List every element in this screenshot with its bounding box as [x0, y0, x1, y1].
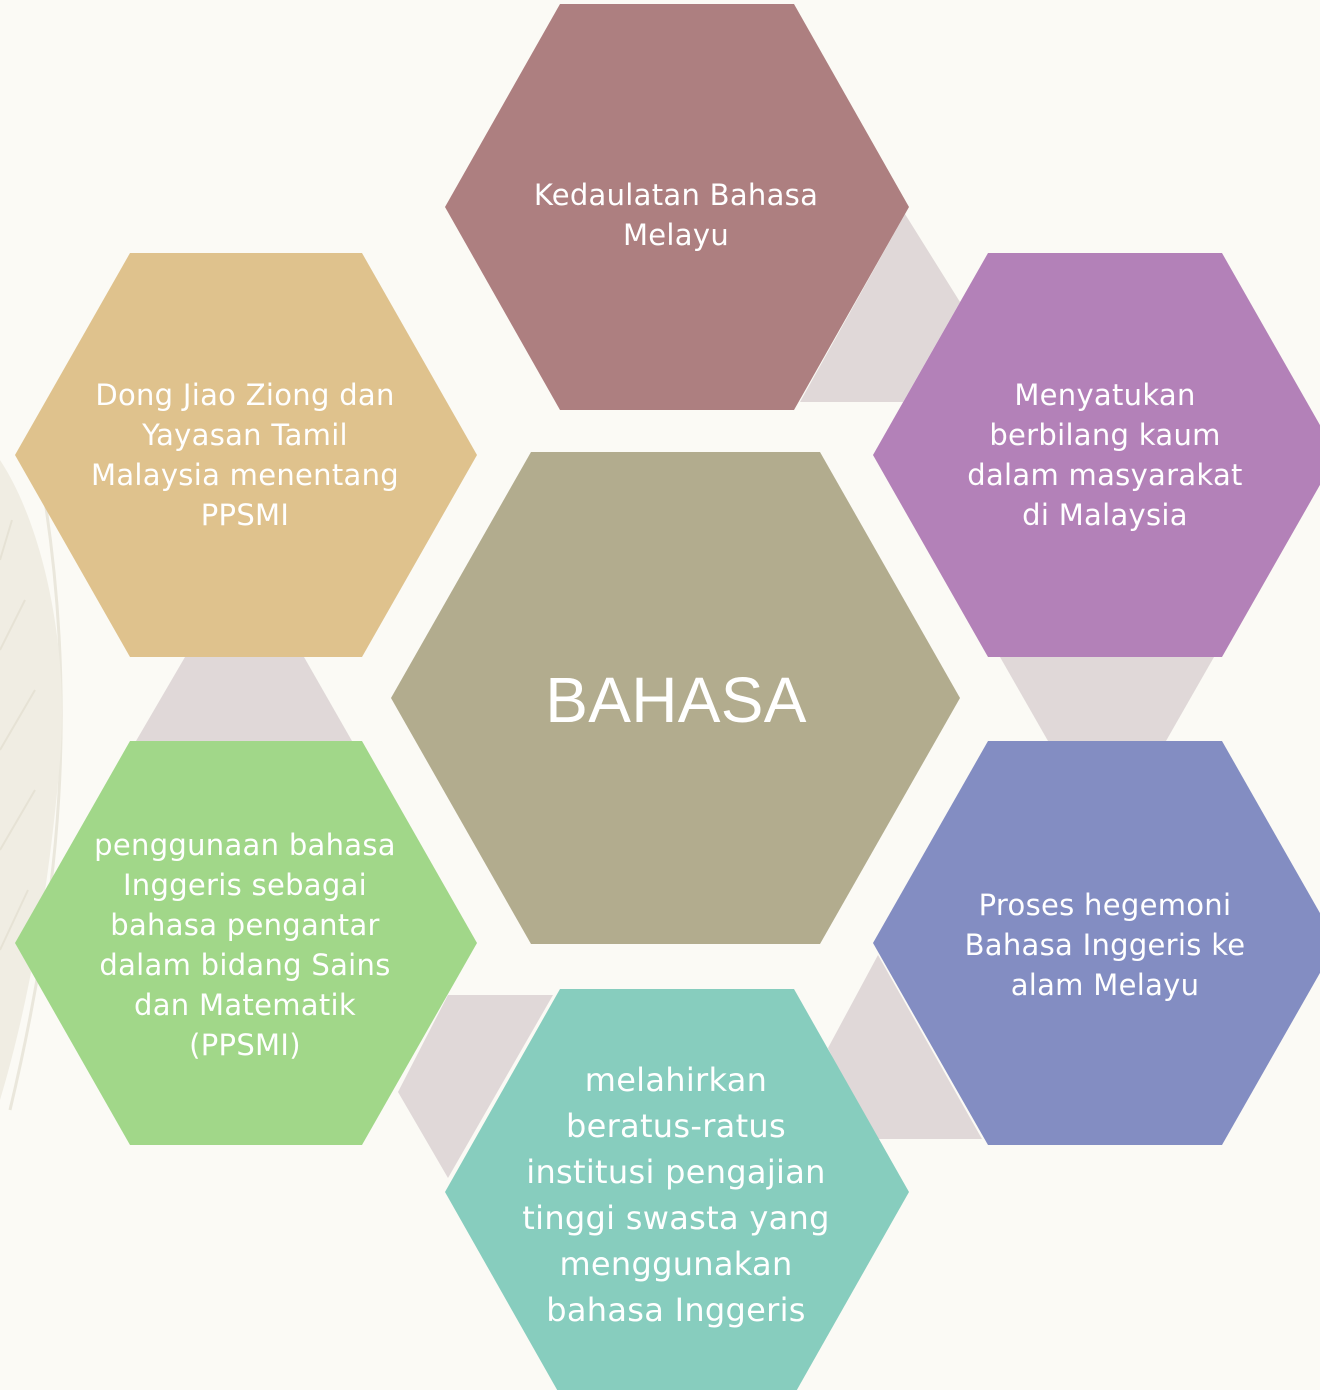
- bottom-label-box: melahirkan beratus-ratus institusi penga…: [520, 1030, 832, 1360]
- right-lower-label-box: Proses hegemoni Bahasa Inggeris ke alam …: [955, 880, 1255, 1010]
- hexagon-top: [445, 4, 909, 410]
- left-lower-label-box: penggunaan bahasa Inggeris sebagai bahas…: [90, 820, 400, 1070]
- hexagon-left-upper: [15, 253, 477, 657]
- connector-bottom-left: [398, 995, 553, 1178]
- left-lower-label: penggunaan bahasa Inggeris sebagai bahas…: [94, 828, 396, 1062]
- hexagon-right-lower: [873, 741, 1320, 1145]
- connector-right: [1000, 657, 1214, 741]
- hexagon-center: [391, 452, 960, 944]
- center-label-box: BAHASA: [500, 640, 852, 760]
- center-label: BAHASA: [545, 664, 807, 736]
- palm-leaf-decoration: [0, 460, 63, 1111]
- leaf-vein-3: [0, 689, 36, 751]
- leaf-stem: [8, 469, 63, 1111]
- right-upper-label-box: Menyatukan berbilang kaum dalam masyarak…: [955, 370, 1255, 540]
- leaf-vein-1: [0, 519, 13, 561]
- connector-top-right: [800, 214, 960, 402]
- connector-bottom-right: [828, 955, 982, 1139]
- hexagon-left-lower: [15, 741, 477, 1145]
- left-upper-label-box: Dong Jiao Ziong dan Yayasan Tamil Malays…: [90, 370, 400, 540]
- leaf-vein-4: [0, 789, 36, 851]
- connector-left: [136, 657, 352, 741]
- hexagon-right-upper: [873, 253, 1320, 657]
- right-upper-label: Menyatukan berbilang kaum dalam masyarak…: [967, 378, 1243, 532]
- top-label-box: Kedaulatan Bahasa Melayu: [520, 160, 832, 270]
- leaf-vein-2: [0, 599, 26, 651]
- leaf-vein-5: [0, 889, 29, 951]
- left-upper-label: Dong Jiao Ziong dan Yayasan Tamil Malays…: [91, 378, 399, 532]
- top-label: Kedaulatan Bahasa Melayu: [533, 178, 819, 252]
- right-lower-label: Proses hegemoni Bahasa Inggeris ke alam …: [964, 888, 1246, 1002]
- hexagon-bottom: [445, 989, 909, 1390]
- bottom-label: melahirkan beratus-ratus institusi penga…: [522, 1061, 830, 1329]
